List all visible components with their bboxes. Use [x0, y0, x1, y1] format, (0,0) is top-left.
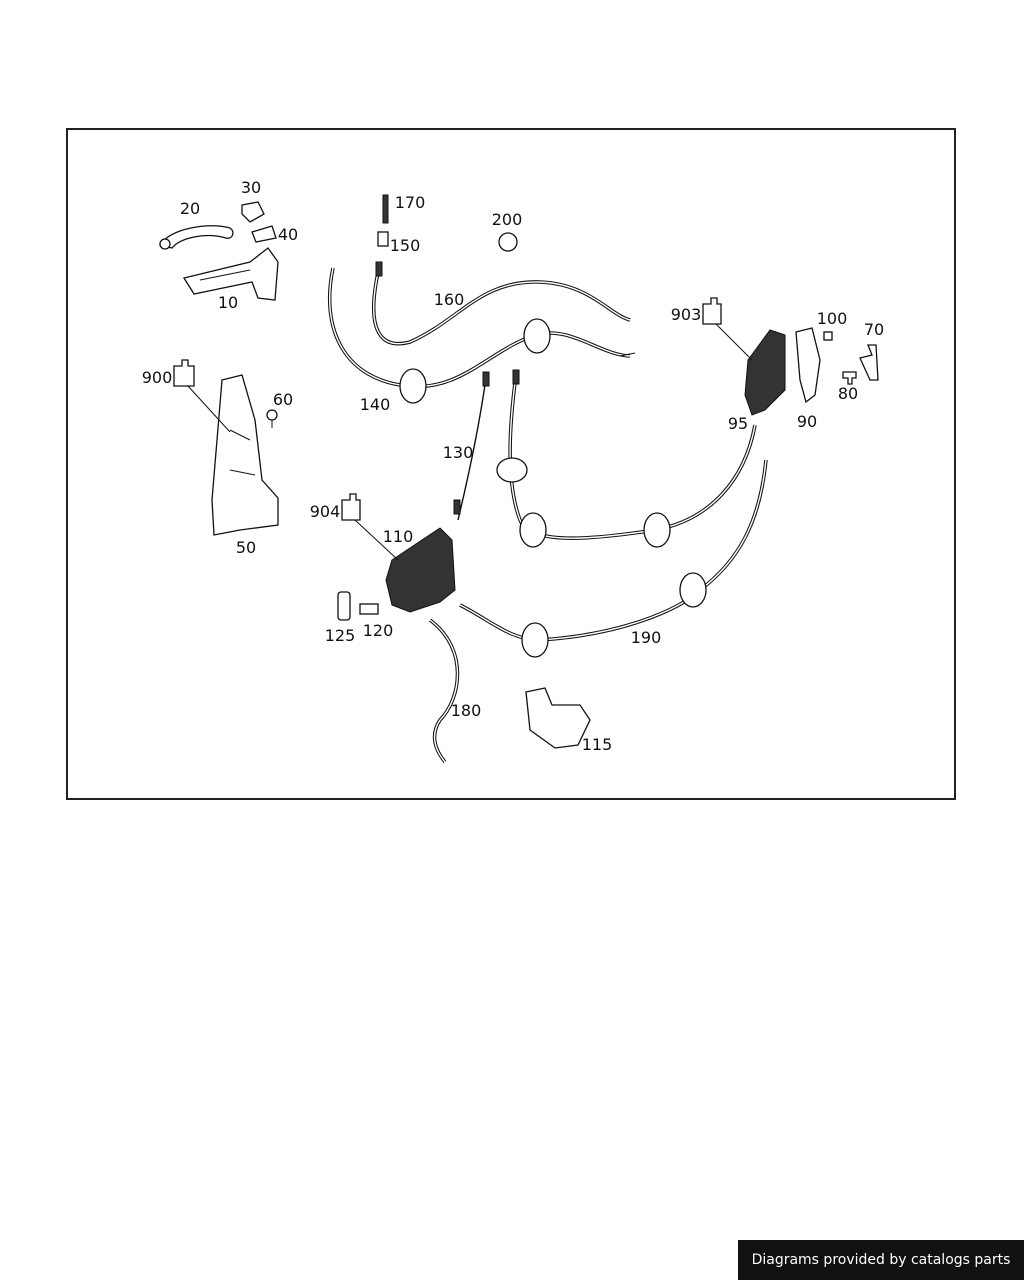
part-95-lock[interactable] [744, 329, 786, 416]
label-190: 190 [631, 628, 662, 647]
part-90-bracket[interactable] [795, 327, 821, 404]
label-160: 160 [434, 290, 465, 309]
label-90: 90 [797, 412, 817, 431]
part-80-bolt[interactable] [842, 371, 857, 385]
label-140: 140 [360, 395, 391, 414]
part-20-handle[interactable] [158, 225, 234, 250]
label-40: 40 [278, 225, 298, 244]
ref-box-900 [173, 359, 231, 433]
label-130: 130 [443, 443, 474, 462]
label-30: 30 [241, 178, 261, 197]
part-100-screw[interactable] [823, 331, 833, 341]
cable-95-upper[interactable] [496, 369, 757, 548]
part-120-bolt[interactable] [359, 603, 379, 615]
label-904: 904 [310, 502, 341, 521]
part-150-clip[interactable] [377, 231, 389, 247]
part-115-shield[interactable] [525, 687, 591, 749]
label-95: 95 [728, 414, 748, 433]
label-120: 120 [363, 621, 394, 640]
label-150: 150 [390, 236, 421, 255]
part-10-bracket[interactable] [182, 247, 279, 301]
cable-140[interactable] [328, 267, 636, 404]
label-70: 70 [864, 320, 884, 339]
label-200: 200 [492, 210, 523, 229]
label-20: 20 [180, 199, 200, 218]
label-900: 900 [142, 368, 173, 387]
label-50: 50 [236, 538, 256, 557]
label-125: 125 [325, 626, 356, 645]
label-60: 60 [273, 390, 293, 409]
cable-130[interactable] [453, 371, 490, 521]
part-110-latch[interactable] [385, 527, 456, 613]
part-60-screw[interactable] [266, 409, 278, 428]
part-30-cap[interactable] [241, 201, 265, 223]
label-110: 110 [383, 527, 414, 546]
label-903: 903 [671, 305, 702, 324]
ref-box-903 [702, 297, 753, 361]
part-40-cover[interactable] [251, 225, 277, 243]
footer-credit: Diagrams provided by catalogs parts [738, 1240, 1024, 1280]
cable-190[interactable] [459, 459, 768, 658]
label-170: 170 [395, 193, 426, 212]
label-80: 80 [838, 384, 858, 403]
label-180: 180 [451, 701, 482, 720]
cable-160[interactable] [371, 261, 631, 346]
label-10: 10 [218, 293, 238, 312]
label-115: 115 [582, 735, 613, 754]
part-50-panel[interactable] [211, 374, 279, 536]
part-200-grommet[interactable] [498, 232, 518, 252]
label-100: 100 [817, 309, 848, 328]
part-70-pin[interactable] [859, 344, 879, 381]
part-125-striker[interactable] [337, 591, 351, 621]
part-170-pin[interactable] [382, 194, 389, 224]
cable-180[interactable] [428, 618, 460, 764]
ref-box-904 [341, 493, 399, 561]
